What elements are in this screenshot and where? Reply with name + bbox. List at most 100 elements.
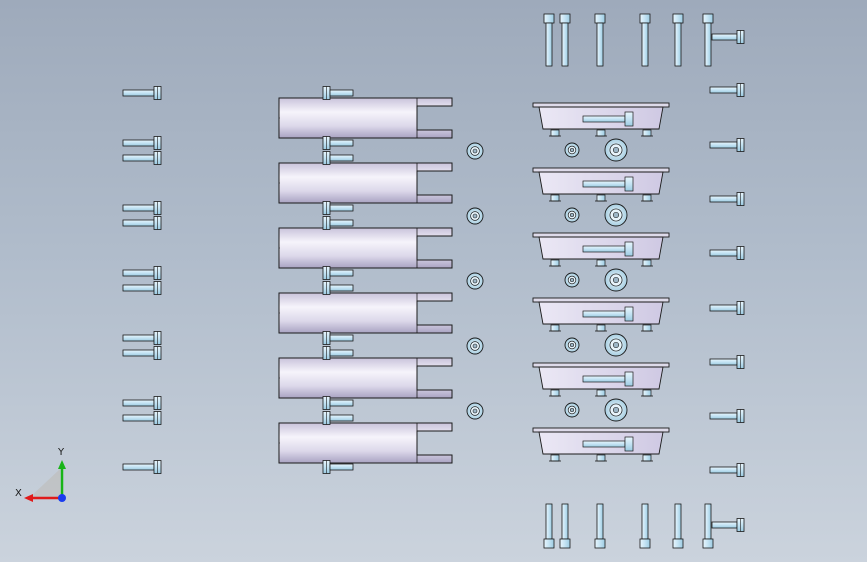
left-bolt-8[interactable] <box>122 331 162 345</box>
left-bolt-12[interactable] <box>122 460 162 474</box>
tube-bolt-2[interactable] <box>322 136 354 150</box>
plate-nut <box>596 129 606 137</box>
bolt-shaft <box>545 503 553 540</box>
bolt-head <box>639 538 651 549</box>
bolt-shaft <box>122 349 155 357</box>
tube-body <box>278 422 453 464</box>
washer-hole <box>569 407 575 413</box>
plate-bolt-shaft <box>582 440 626 448</box>
washer-3[interactable] <box>466 272 484 290</box>
tube-bolt-10[interactable] <box>322 396 354 410</box>
left-bolt-1[interactable] <box>122 86 162 100</box>
left-bolt-3[interactable] <box>122 151 162 165</box>
right-bolt-4[interactable] <box>709 246 745 260</box>
left-bolt-5[interactable] <box>122 216 162 230</box>
clamp-tube-5[interactable] <box>278 357 453 399</box>
plate-washer-large-2[interactable] <box>604 203 628 227</box>
clamp-tube-2[interactable] <box>278 162 453 204</box>
mounting-plate-1[interactable] <box>532 102 670 137</box>
right-bolt-2[interactable] <box>709 138 745 152</box>
coordinate-triad: X Y <box>15 447 66 502</box>
left-bolt-9[interactable] <box>122 346 162 360</box>
tube-bolt-11[interactable] <box>322 411 354 425</box>
plate-nut <box>550 194 560 202</box>
mounting-plate-6[interactable] <box>532 427 670 462</box>
bottom-vertical-bolt-1[interactable] <box>543 503 555 549</box>
washer-5[interactable] <box>466 402 484 420</box>
bolt-shaft <box>329 219 354 227</box>
washer-hole <box>612 211 620 219</box>
tube-bolt-6[interactable] <box>322 266 354 280</box>
plate-washer-large-3[interactable] <box>604 268 628 292</box>
tube-bolt-4[interactable] <box>322 201 354 215</box>
triad-y-label: Y <box>57 447 65 458</box>
washer-hole <box>472 278 478 284</box>
bolt-shaft <box>329 399 354 407</box>
right-bolt-7[interactable] <box>709 409 745 423</box>
plate-washer-large-5[interactable] <box>604 398 628 422</box>
bolt-shaft <box>329 139 354 147</box>
top-vertical-bolt-2[interactable] <box>559 13 571 67</box>
right-bolt-6[interactable] <box>709 355 745 369</box>
tube-bolt-8[interactable] <box>322 331 354 345</box>
left-bolt-4[interactable] <box>122 201 162 215</box>
right-bolt-3[interactable] <box>709 192 745 206</box>
mounting-plate-2[interactable] <box>532 167 670 202</box>
washer-4[interactable] <box>466 337 484 355</box>
right-bolt-1[interactable] <box>709 83 745 97</box>
tube-bolt-12[interactable] <box>322 460 354 474</box>
bottom-vertical-bolt-5[interactable] <box>672 503 684 549</box>
top-vertical-bolt-4[interactable] <box>639 13 651 67</box>
left-bolt-7[interactable] <box>122 281 162 295</box>
bolt-shaft <box>329 269 354 277</box>
washer-hole <box>472 343 478 349</box>
bolt-shaft <box>709 86 738 94</box>
tube-bolt-9[interactable] <box>322 346 354 360</box>
washer-1[interactable] <box>466 142 484 160</box>
clamp-tube-3[interactable] <box>278 227 453 269</box>
washer-2[interactable] <box>466 207 484 225</box>
bolt-head <box>702 538 714 549</box>
plate-bolt-head <box>624 436 634 452</box>
clamp-tube-4[interactable] <box>278 292 453 334</box>
plate-washer-large-1[interactable] <box>604 138 628 162</box>
top-corner-bolt[interactable] <box>711 30 745 44</box>
plate-washer-small-2[interactable] <box>564 207 580 223</box>
plate-washer-small-5[interactable] <box>564 402 580 418</box>
top-vertical-bolt-6[interactable] <box>702 13 714 67</box>
left-bolt-10[interactable] <box>122 396 162 410</box>
top-vertical-bolt-1[interactable] <box>543 13 555 67</box>
mounting-plate-5[interactable] <box>532 362 670 397</box>
bottom-vertical-bolt-2[interactable] <box>559 503 571 549</box>
mounting-plate-4[interactable] <box>532 297 670 332</box>
bottom-vertical-bolt-6[interactable] <box>702 503 714 549</box>
clamp-tube-6[interactable] <box>278 422 453 464</box>
bottom-vertical-bolt-3[interactable] <box>594 503 606 549</box>
washer-hole <box>612 406 620 414</box>
tube-bolt-1[interactable] <box>322 86 354 100</box>
left-bolt-2[interactable] <box>122 136 162 150</box>
bolt-head <box>543 538 555 549</box>
top-vertical-bolt-3[interactable] <box>594 13 606 67</box>
triad-y-arrow <box>58 460 66 469</box>
bolt-shaft <box>704 503 712 540</box>
bottom-vertical-bolt-4[interactable] <box>639 503 651 549</box>
plate-washer-large-4[interactable] <box>604 333 628 357</box>
left-bolt-11[interactable] <box>122 411 162 425</box>
plate-washer-small-4[interactable] <box>564 337 580 353</box>
tube-bolt-7[interactable] <box>322 281 354 295</box>
plate-nut <box>550 259 560 267</box>
clamp-tube-1[interactable] <box>278 97 453 139</box>
tube-bolt-3[interactable] <box>322 151 354 165</box>
bottom-corner-bolt[interactable] <box>711 518 745 532</box>
right-bolt-5[interactable] <box>709 301 745 315</box>
top-vertical-bolt-5[interactable] <box>672 13 684 67</box>
mounting-plate-3[interactable] <box>532 232 670 267</box>
tube-bolt-5[interactable] <box>322 216 354 230</box>
plate-washer-small-1[interactable] <box>564 142 580 158</box>
left-bolt-6[interactable] <box>122 266 162 280</box>
plate-washer-small-3[interactable] <box>564 272 580 288</box>
right-bolt-8[interactable] <box>709 463 745 477</box>
